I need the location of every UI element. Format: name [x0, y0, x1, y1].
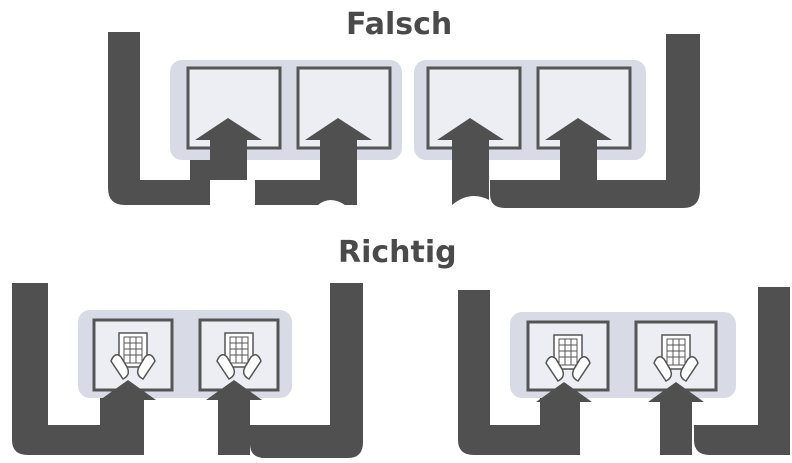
right-example-right	[458, 287, 790, 455]
wrong-left-bracket	[108, 32, 210, 205]
wrong-arrow-2	[255, 118, 372, 205]
right-example-left	[12, 283, 363, 458]
right-left-bracket-a	[12, 283, 112, 455]
wrong-example	[108, 32, 700, 208]
right-arrow-3	[536, 382, 592, 455]
right-left-bracket-b	[250, 283, 363, 458]
right-heading: Richtig	[338, 235, 457, 270]
wrong-arrow-4	[545, 118, 612, 180]
wrong-heading: Falsch	[346, 7, 453, 42]
right-arrow-2	[206, 380, 262, 455]
wrong-arrow-3	[437, 118, 504, 205]
right-right-bracket-b	[694, 287, 790, 455]
wrong-right-bracket	[490, 34, 700, 208]
right-right-bracket-a	[458, 290, 552, 455]
right-arrow-1	[100, 380, 156, 455]
wrong-arrow-1	[195, 118, 262, 180]
right-arrow-4	[648, 382, 704, 455]
